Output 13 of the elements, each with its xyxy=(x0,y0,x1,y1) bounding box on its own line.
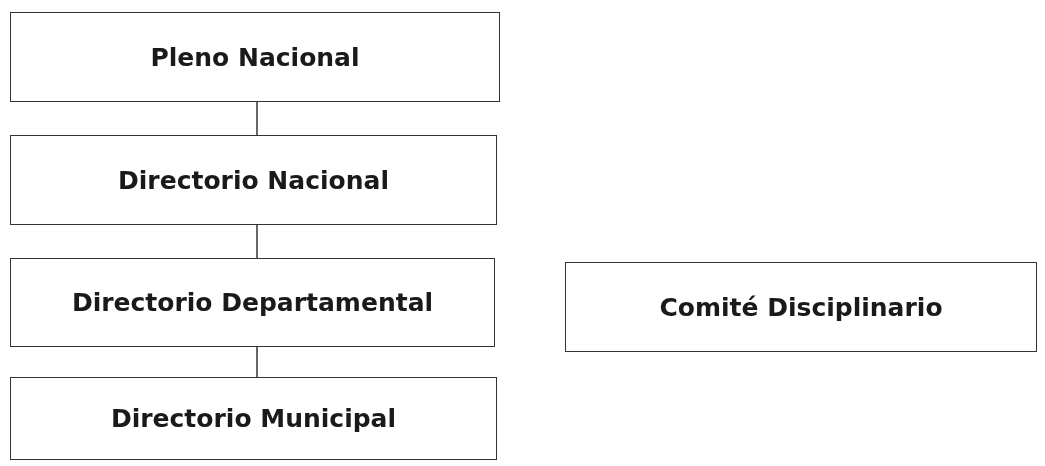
connector-line xyxy=(256,346,258,378)
unit-label: Directorio Departamental xyxy=(71,288,434,317)
connector-line xyxy=(256,101,258,136)
unit-label: Pleno Nacional xyxy=(150,42,360,72)
unit-label: Directorio Municipal xyxy=(110,404,397,433)
unit-label: Comité Disciplinario xyxy=(659,292,943,322)
org-box xyxy=(565,262,1037,352)
org-box xyxy=(10,12,500,102)
org-box xyxy=(10,135,497,225)
connector-line xyxy=(256,224,258,259)
org-box xyxy=(10,258,495,347)
unit-label: Directorio Nacional xyxy=(118,165,389,195)
org-box xyxy=(10,377,497,460)
